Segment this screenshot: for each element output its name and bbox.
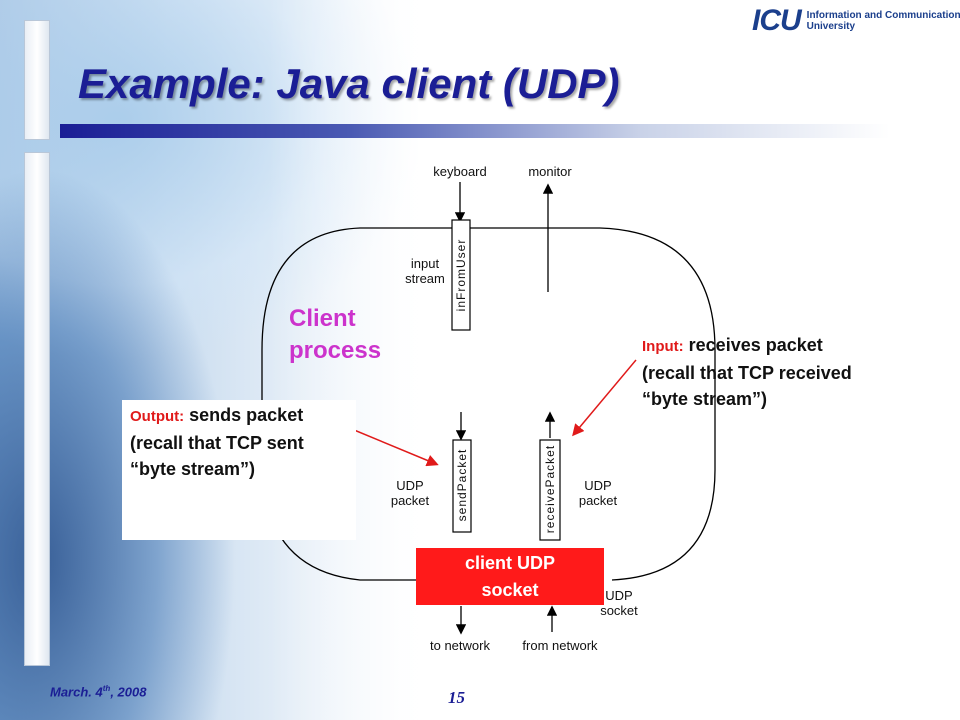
- input-note-text: receives packet (recall that TCP receive…: [642, 335, 852, 409]
- send-packet-label: sendPacket: [455, 448, 469, 522]
- university-logo: ICU Information and Communications Unive…: [752, 4, 960, 37]
- logo-text: Information and Communications Universit…: [806, 10, 960, 32]
- date-prefix: March. 4: [50, 684, 103, 700]
- slide-date: March. 4th, 2008: [50, 684, 146, 699]
- date-sup: th: [102, 684, 111, 693]
- monitor-label: monitor: [528, 164, 572, 179]
- to-network-label: to network: [430, 638, 490, 653]
- title-underline: [60, 124, 890, 138]
- in-from-user-box: [451, 219, 471, 331]
- process-boundary: [261, 227, 716, 581]
- from-network-label: from network: [522, 638, 598, 653]
- client-process-label: Client process: [289, 305, 382, 364]
- output-note-lead: Output:: [130, 408, 185, 425]
- receive-packet-label: receivePacket: [543, 444, 557, 534]
- input-stream-label: input stream: [405, 256, 445, 286]
- output-note: Output: sends packet (recall that TCP se…: [122, 400, 356, 540]
- send-packet-box: [452, 439, 472, 533]
- input-note-lead: Input:: [642, 338, 684, 355]
- udp-socket-label: UDP socket: [600, 588, 638, 618]
- input-pointer-arrow: [572, 359, 637, 437]
- page-number: 15: [448, 688, 465, 707]
- output-note-text: sends packet (recall that TCP sent “byte…: [130, 405, 304, 479]
- input-note: Input: receives packet (recall that TCP …: [642, 332, 870, 412]
- slide-title: Example: Java client (UDP): [78, 60, 620, 107]
- date-suffix: , 2008: [110, 684, 147, 700]
- client-udp-socket-box: client UDP socket: [416, 548, 604, 605]
- in-from-user-label: inFromUser: [454, 238, 468, 312]
- decor-bar-top: [24, 20, 50, 140]
- decor-bar-bottom: [24, 152, 50, 666]
- logo-mark: ICU: [752, 4, 802, 37]
- udp-packet-left-label: UDP packet: [390, 478, 430, 508]
- keyboard-label: keyboard: [433, 164, 487, 179]
- receive-packet-box: [539, 439, 561, 541]
- udp-packet-right-label: UDP packet: [578, 478, 618, 508]
